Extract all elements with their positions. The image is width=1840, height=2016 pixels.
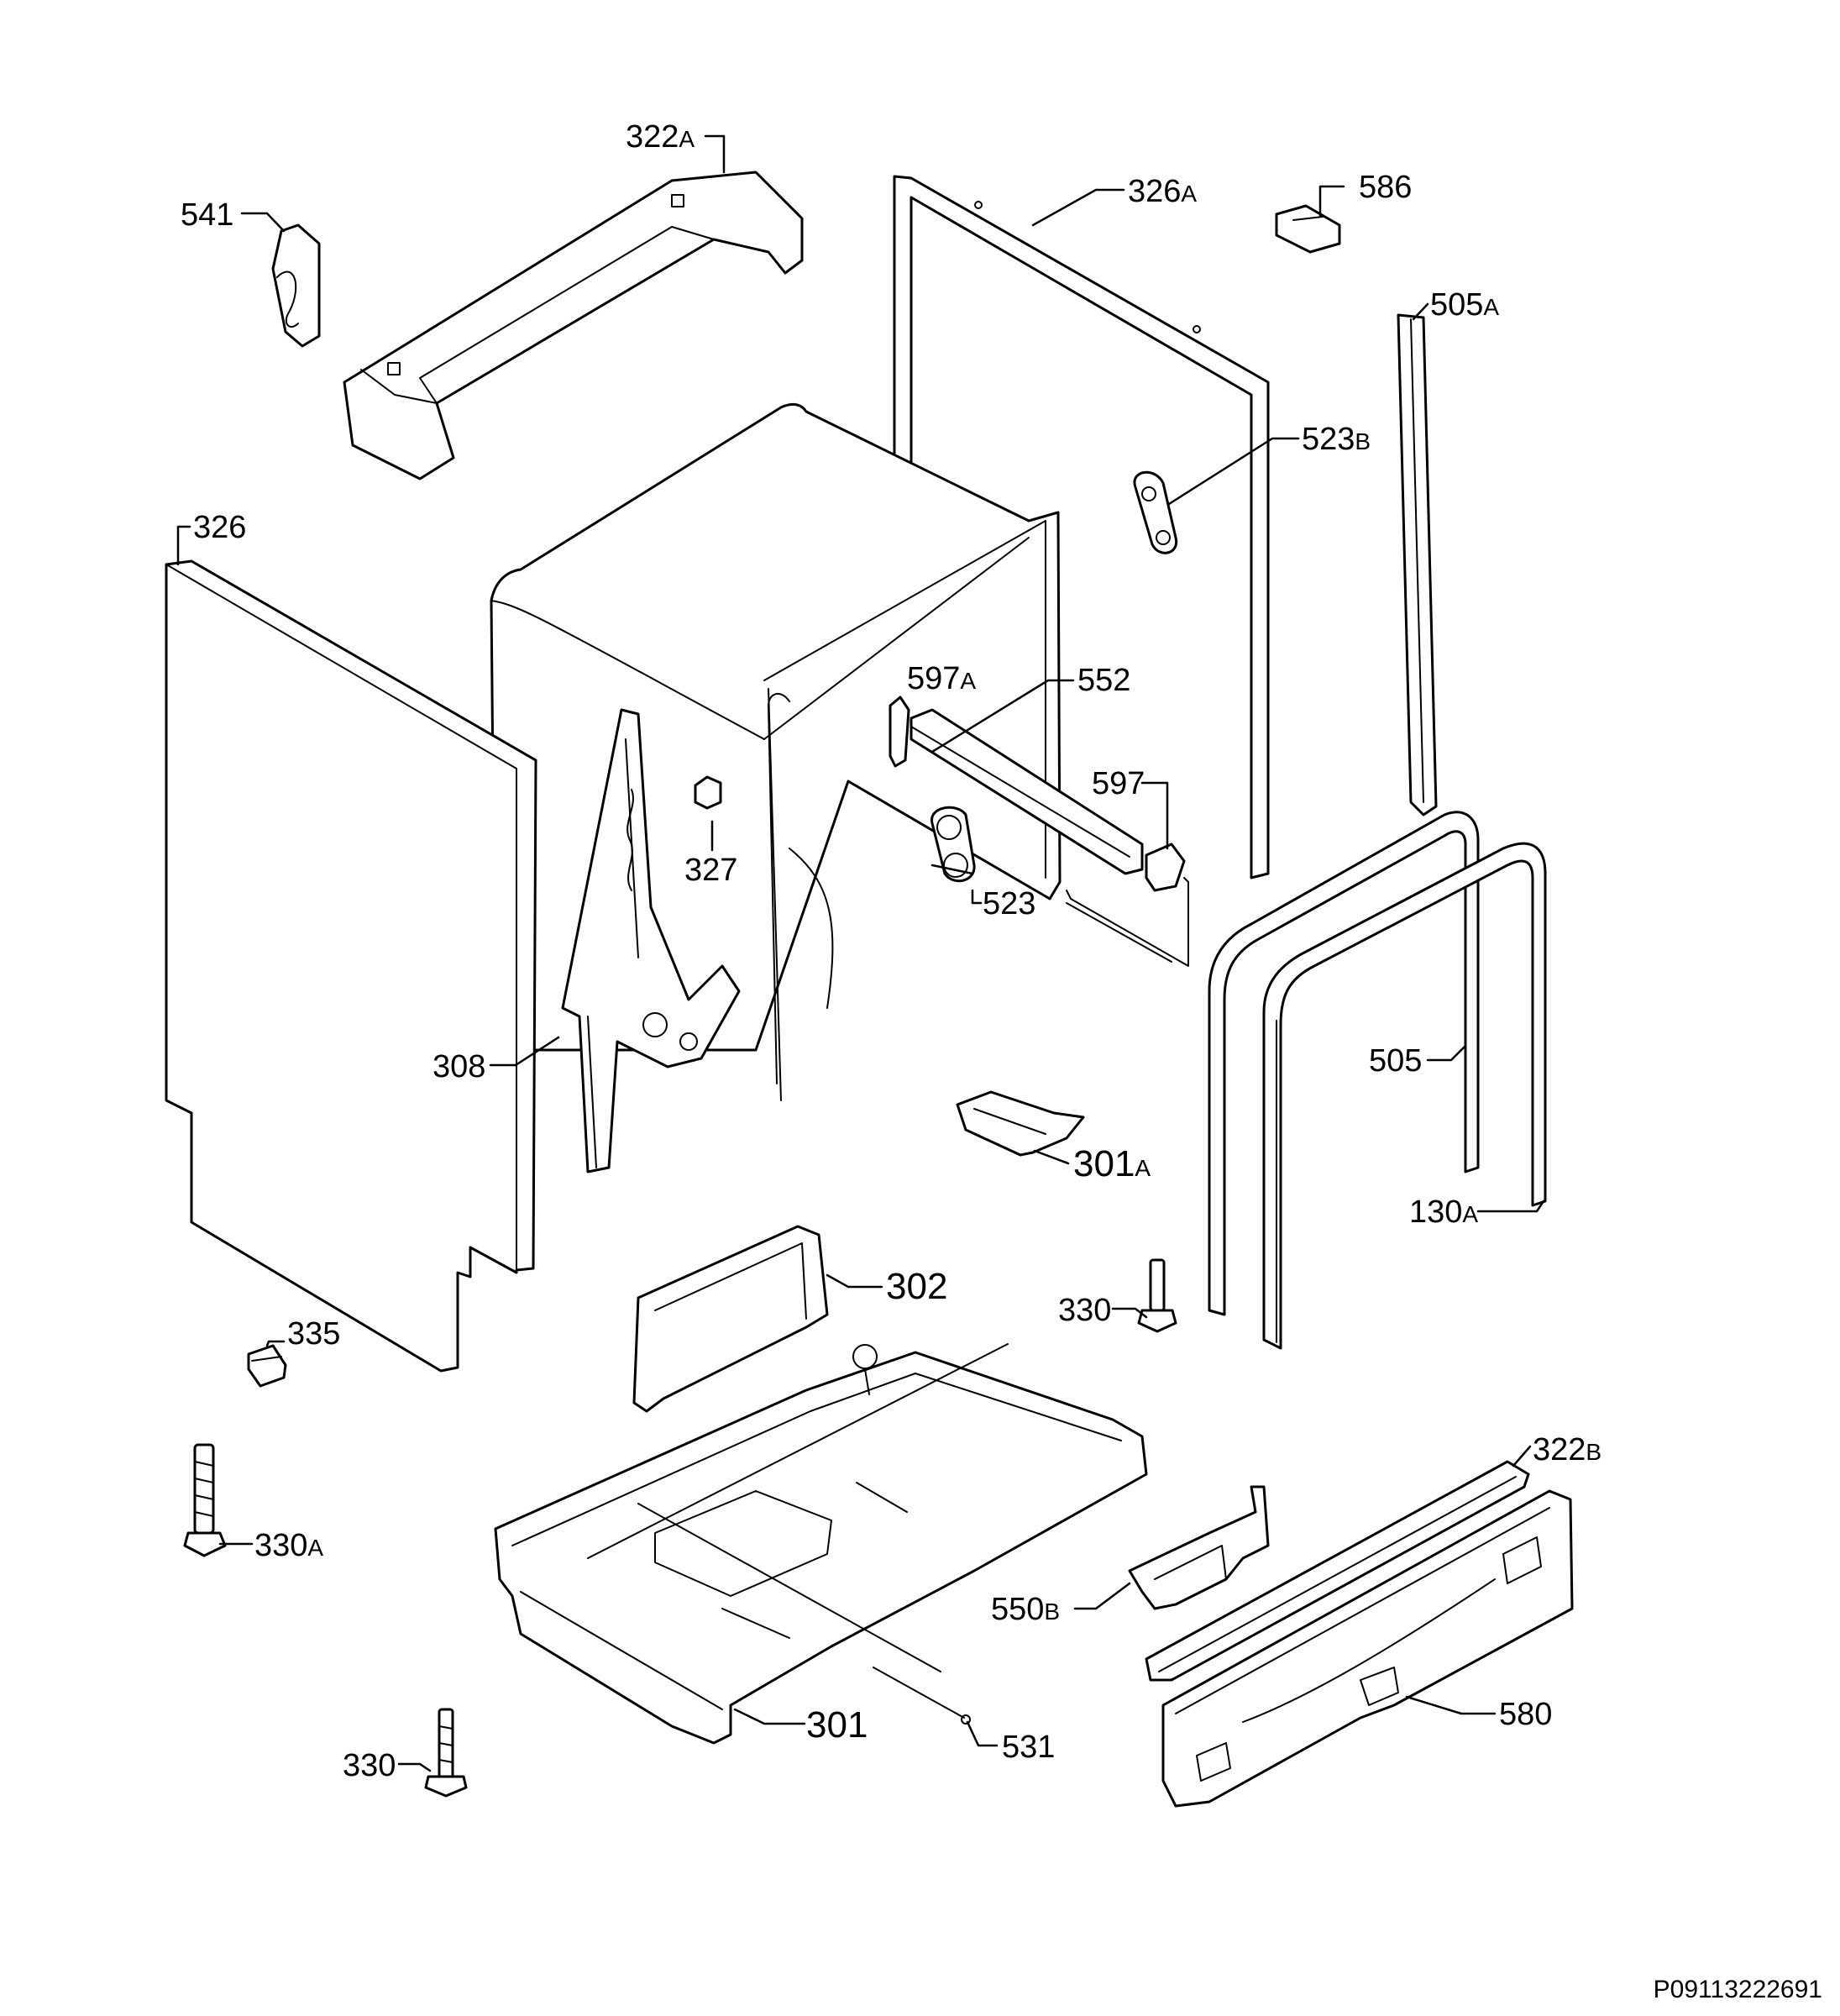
part-586-small-bracket <box>1275 204 1341 254</box>
reference-code: P09113222691 <box>1654 1976 1822 2003</box>
part-327-bolt <box>694 775 722 810</box>
label-597: 597 <box>1092 766 1145 801</box>
part-322a-top-bracket <box>343 171 804 480</box>
part-597a-clip <box>889 696 910 768</box>
label-301: 301 <box>806 1704 868 1746</box>
part-523-grommet-pair <box>930 806 976 883</box>
label-330a: 330A <box>254 1528 323 1563</box>
label-541: 541 <box>181 197 233 233</box>
label-330-right: 330 <box>1058 1293 1111 1328</box>
label-322b: 322B <box>1533 1432 1601 1467</box>
label-302: 302 <box>886 1266 947 1307</box>
part-541-clip <box>271 223 321 348</box>
label-326: 326 <box>193 510 246 545</box>
leader-lines <box>176 134 1545 1772</box>
part-505a-vertical-seal <box>1397 313 1438 816</box>
label-523b: 523B <box>1302 422 1371 457</box>
label-523: 523 <box>983 886 1035 921</box>
part-330-screw-right <box>1137 1258 1177 1333</box>
label-552: 552 <box>1077 663 1130 698</box>
label-550b: 550B <box>991 1592 1060 1627</box>
label-130a: 130A <box>1409 1194 1478 1230</box>
label-301a: 301A <box>1073 1143 1151 1184</box>
part-597-clip <box>1145 843 1186 892</box>
part-552-rail <box>910 708 1144 875</box>
part-505-u-seal <box>1208 811 1480 1316</box>
part-302-panel <box>632 1225 829 1413</box>
label-597a: 597A <box>907 661 976 696</box>
label-586: 586 <box>1359 170 1412 205</box>
part-322b-rail <box>1145 1460 1530 1682</box>
part-326-side-panel <box>165 559 537 1373</box>
label-326a: 326A <box>1128 174 1197 209</box>
label-308: 308 <box>432 1049 485 1084</box>
label-505: 505 <box>1369 1043 1422 1079</box>
label-580: 580 <box>1499 1697 1552 1732</box>
callout-labels: 541 322A 326A 586 505A 523B 326 597A 552… <box>181 119 1601 1783</box>
part-335-nut <box>247 1344 287 1388</box>
label-327: 327 <box>684 853 737 888</box>
part-301a-bracket <box>956 1090 1085 1157</box>
part-550b-bracket <box>1128 1485 1270 1610</box>
label-505a: 505A <box>1430 287 1499 323</box>
part-580-kick-plate <box>1161 1489 1574 1808</box>
part-531-rod <box>873 1667 971 1725</box>
part-523b-grommet <box>1133 470 1178 554</box>
label-330-bottom: 330 <box>343 1748 396 1783</box>
part-330-screw-bottom <box>424 1708 468 1798</box>
label-335: 335 <box>287 1316 340 1352</box>
part-330a-screw <box>183 1443 227 1557</box>
part-130a-u-seal <box>1262 842 1547 1350</box>
label-322a: 322A <box>626 119 695 155</box>
part-308-hinge <box>561 708 741 1173</box>
part-301-base-tray <box>494 1343 1148 1745</box>
label-531: 531 <box>1002 1730 1055 1765</box>
